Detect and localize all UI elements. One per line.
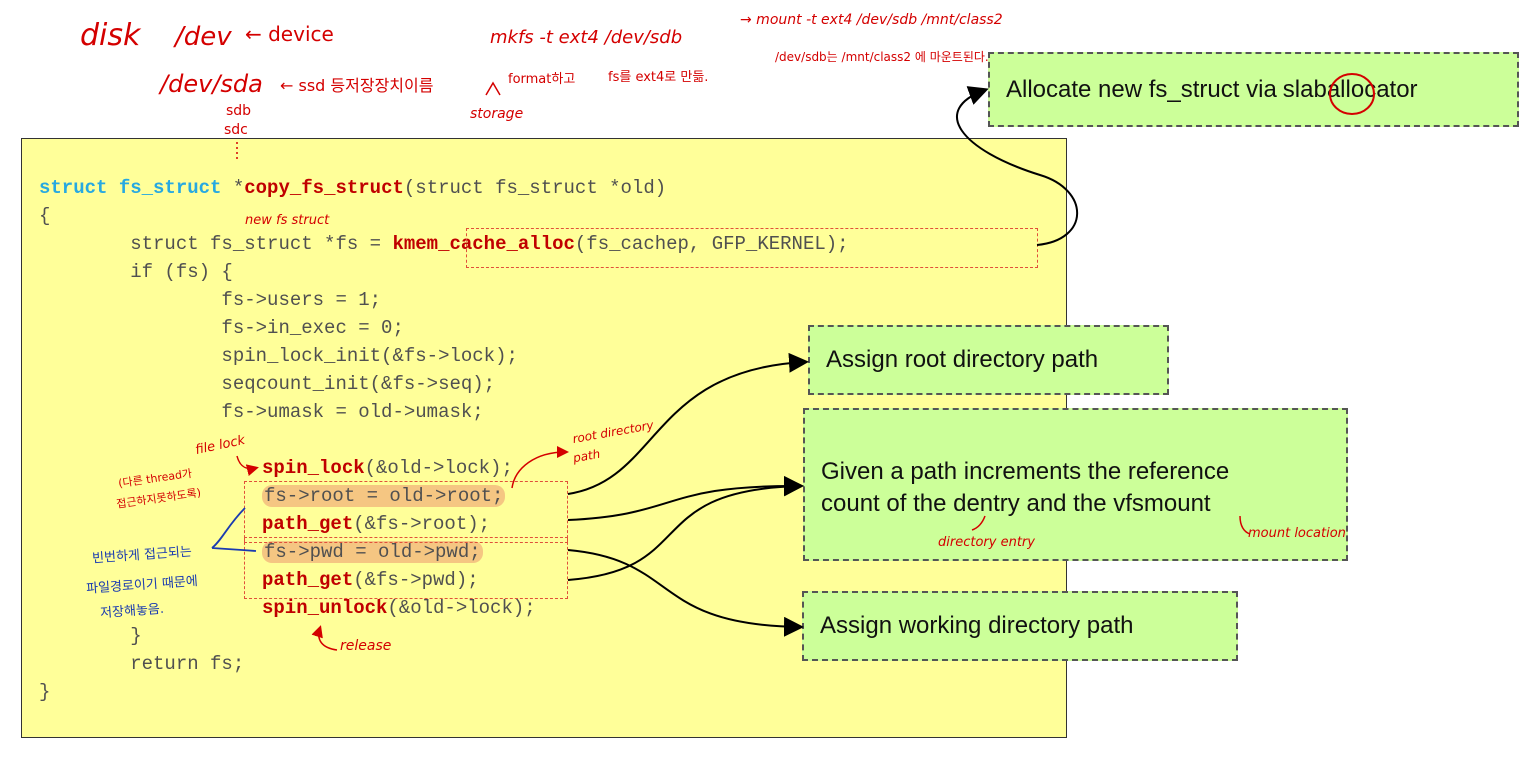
note-dev-sda: /dev/sda: [160, 70, 263, 98]
refcount-text-line1: Given a path increments the reference: [821, 458, 1230, 485]
assign-working-box: Assign working directory path: [802, 591, 1238, 661]
code-line-8: seqcount_init(&fs->seq);: [39, 373, 496, 395]
root-dir-arrow: [511, 446, 569, 489]
note-storage: storage: [470, 106, 524, 122]
arrow-pathget-root: [567, 475, 804, 521]
code-line-18: }: [39, 681, 51, 703]
path-get-pwd-call: path_get: [262, 569, 354, 591]
code-line-5: fs->users = 1;: [39, 289, 382, 311]
slab-word: slab: [1282, 75, 1327, 103]
vfsmount-arrow: [1239, 515, 1251, 535]
arrow-pathget-pwd: [567, 476, 804, 581]
note-sdb: sdb: [226, 103, 252, 119]
code-line-2: {: [39, 205, 51, 227]
arrow-alloc: [956, 86, 1078, 246]
spin-unlock-call: spin_unlock: [262, 597, 388, 619]
file-lock-arrow: [236, 455, 259, 477]
code-line-14: path_get(&fs->pwd);: [262, 568, 479, 592]
function-name: copy_fs_struct: [244, 177, 404, 199]
code-block: struct fs_struct *copy_fs_struct(struct …: [22, 139, 849, 703]
note-directory-entry: directory entry: [938, 535, 1035, 550]
function-args: (struct fs_struct *old): [403, 177, 667, 199]
code-line-7: spin_lock_init(&fs->lock);: [39, 345, 518, 367]
code-line-4: if (fs) {: [39, 261, 233, 283]
note-format: format하고: [508, 72, 576, 87]
note-sda-desc: ← ssd 등저장장치이름: [280, 76, 434, 95]
assign-root-box: Assign root directory path: [808, 325, 1169, 395]
code-line-16: }: [39, 625, 142, 647]
spin-lock-call: spin_lock: [262, 457, 365, 479]
note-mount-desc: /dev/sdb는 /mnt/class2 에 마운트된다.: [775, 50, 989, 64]
code-line-6: fs->in_exec = 0;: [39, 317, 404, 339]
code-line-15: spin_unlock(&old->lock);: [262, 596, 536, 620]
storage-caret: [485, 81, 501, 96]
note-mkfs: mkfs -t ext4 /dev/sdb: [490, 27, 683, 48]
note-release: release: [340, 638, 392, 654]
assign-root-text: Assign root directory path: [826, 346, 1099, 373]
code-l3-pre: struct fs_struct *fs =: [39, 233, 393, 255]
dentry-arrow: [971, 515, 986, 531]
kmem-cache-alloc-call: kmem_cache_alloc: [392, 233, 575, 255]
code-l10-args: (&old->lock);: [364, 457, 513, 479]
refcount-text-line2: count of the dentry and the vfsmount: [821, 490, 1211, 517]
code-star: *: [221, 177, 245, 199]
code-l14-args: (&fs->pwd);: [353, 569, 479, 591]
note-mount-location: mount location: [1248, 526, 1346, 541]
note-new-fs-struct: new fs struct: [245, 213, 330, 228]
allocate-slab-box: Allocate new fs_struct via slab allocato…: [988, 52, 1519, 127]
refcount-box: Given a path increments the reference co…: [803, 408, 1348, 561]
note-mount-cmd: → mount -t ext4 /dev/sdb /mnt/class2: [740, 12, 1003, 28]
code-line-12: path_get(&fs->root);: [262, 512, 490, 536]
code-line-11: fs->root = old->root;: [262, 484, 506, 508]
note-dev: /dev: [175, 22, 232, 52]
struct-keyword: struct fs_struct: [39, 177, 222, 199]
note-device: ← device: [245, 22, 334, 46]
note-disk: disk: [80, 18, 141, 53]
slab-circle: [1329, 73, 1375, 115]
code-l3-args: (fs_cachep, GFP_KERNEL);: [574, 233, 849, 255]
path-get-root-call: path_get: [262, 513, 354, 535]
blue-bracket: [211, 507, 257, 552]
code-line-10: spin_lock(&old->lock);: [262, 456, 513, 480]
allocator-text: allocator: [1326, 75, 1418, 103]
arrow-root: [567, 352, 809, 495]
code-line-17: return fs;: [39, 653, 245, 675]
code-line-13: fs->pwd = old->pwd;: [262, 540, 483, 564]
assign-working-text: Assign working directory path: [820, 612, 1134, 639]
note-sdc: sdc: [224, 122, 248, 138]
arrow-pwd: [567, 549, 804, 637]
root-assign: fs->root = old->root;: [262, 485, 506, 507]
code-line-3: struct fs_struct *fs = kmem_cache_alloc(…: [39, 232, 849, 256]
code-l15-args: (&old->lock);: [387, 597, 536, 619]
code-l12-args: (&fs->root);: [353, 513, 491, 535]
release-arrow: [311, 625, 338, 651]
code-line-9: fs->umask = old->umask;: [39, 401, 484, 423]
note-fs-ext4: fs를 ext4로 만듦.: [608, 70, 709, 85]
allocate-text: Allocate new fs_struct via: [1006, 75, 1277, 103]
code-line-1: struct fs_struct *copy_fs_struct(struct …: [39, 176, 666, 200]
pwd-assign: fs->pwd = old->pwd;: [262, 541, 483, 563]
